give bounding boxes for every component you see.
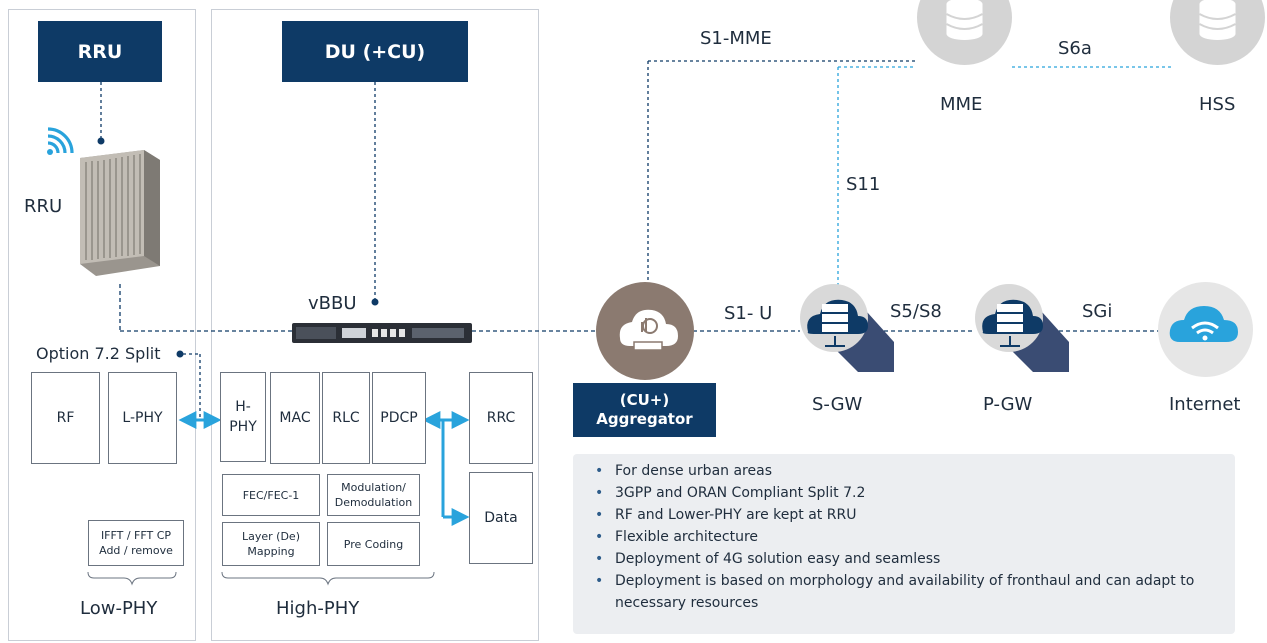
aggregator-line1: (CU+) (619, 391, 670, 409)
aggregator-cloud-icon (596, 282, 694, 384)
sgw-server-icon (798, 282, 894, 396)
internet-cloud-icon (1158, 282, 1253, 381)
fft-box: IFFT / FFT CP Add / remove (88, 520, 184, 566)
layer-mapping-box: Layer (De) Mapping (222, 522, 320, 566)
aggregator-line2: Aggregator (596, 410, 693, 428)
aggregator-label: (CU+) Aggregator (573, 383, 716, 437)
sgw-label: S-GW (812, 394, 863, 415)
vbbu-server-icon (292, 320, 472, 350)
s1-mme-label: S1-MME (700, 28, 772, 49)
data-box: Data (469, 472, 533, 564)
high-phy-label: High-PHY (276, 598, 360, 619)
features-list: For dense urban areas 3GPP and ORAN Comp… (573, 454, 1235, 614)
feature-item: Deployment of 4G solution easy and seaml… (595, 548, 1215, 570)
feature-item: For dense urban areas (595, 460, 1215, 482)
s11-label: S11 (846, 174, 881, 195)
rrc-box: RRC (469, 372, 533, 464)
modulation-box: Modulation/ Demodulation (327, 474, 420, 516)
h-phy-box: H-PHY (220, 372, 266, 462)
pdcp-box: PDCP (372, 372, 426, 464)
pre-coding-box: Pre Coding (327, 522, 420, 566)
fec-box: FEC/FEC-1 (222, 474, 320, 516)
pgw-server-icon (973, 282, 1069, 396)
internet-label: Internet (1169, 394, 1241, 415)
mme-label: MME (940, 94, 983, 115)
s6a-label: S6a (1058, 38, 1092, 59)
du-header: DU (+CU) (282, 21, 468, 82)
rlc-box: RLC (322, 372, 370, 464)
hss-database-icon (1170, 0, 1265, 69)
feature-item: RF and Lower-PHY are kept at RRU (595, 504, 1215, 526)
low-phy-label: Low-PHY (80, 598, 158, 619)
s5-s8-label: S5/S8 (890, 301, 942, 322)
vbbu-label: vBBU (308, 293, 357, 314)
wifi-icon (44, 127, 74, 161)
sgi-label: SGi (1082, 301, 1113, 322)
l-phy-box: L-PHY (108, 372, 177, 464)
feature-item: Deployment is based on morphology and av… (595, 570, 1215, 614)
mme-database-icon (917, 0, 1012, 69)
rru-device-label: RRU (24, 196, 63, 217)
rru-device-icon (74, 148, 166, 282)
feature-item: Flexible architecture (595, 526, 1215, 548)
rf-box: RF (31, 372, 100, 464)
mac-box: MAC (270, 372, 320, 464)
feature-item: 3GPP and ORAN Compliant Split 7.2 (595, 482, 1215, 504)
hss-label: HSS (1199, 94, 1236, 115)
pgw-label: P-GW (983, 394, 1033, 415)
rru-header: RRU (38, 21, 162, 82)
split-label: Option 7.2 Split (36, 344, 161, 363)
features-box: For dense urban areas 3GPP and ORAN Comp… (573, 454, 1235, 634)
s1-u-label: S1- U (724, 303, 773, 324)
